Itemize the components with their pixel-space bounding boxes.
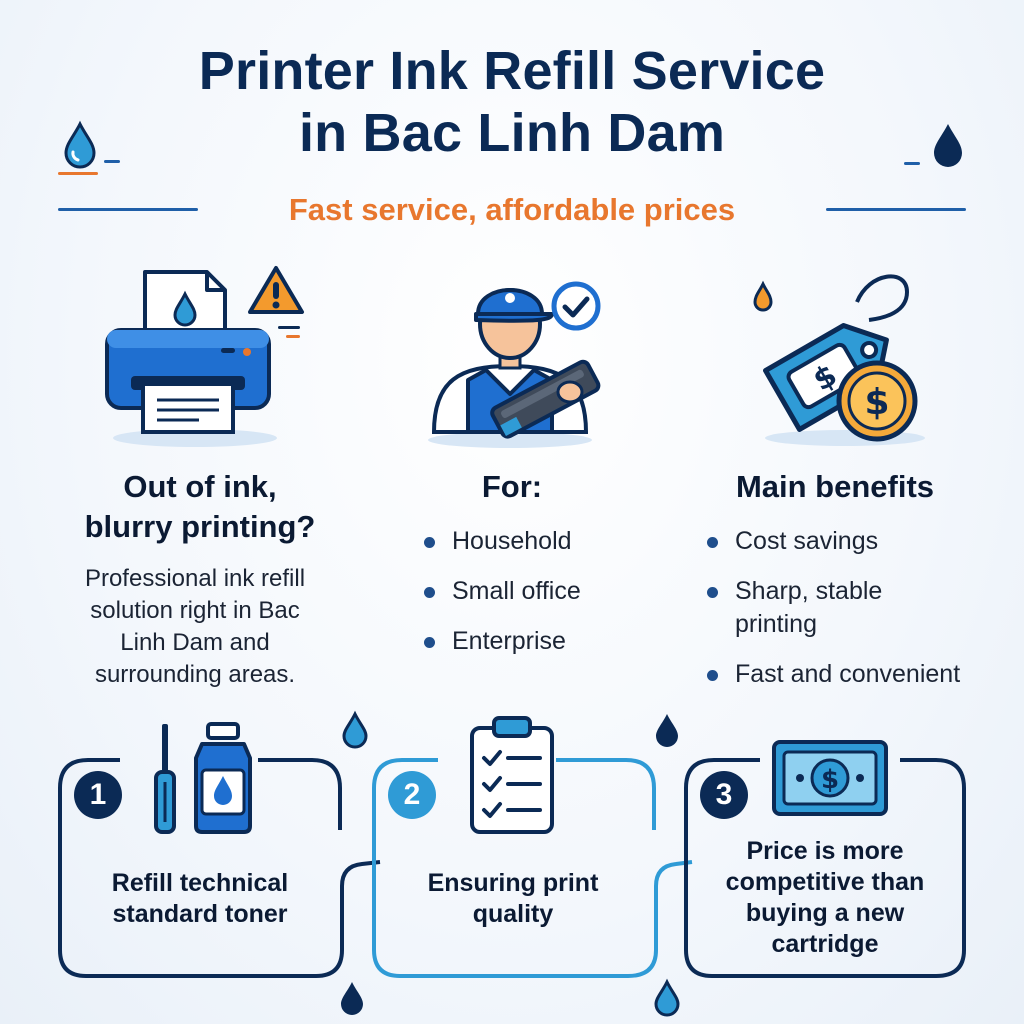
card-2-line: quality bbox=[472, 900, 554, 928]
page-subtitle: Fast service, affordable prices bbox=[288, 192, 736, 227]
banknote-icon: $ bbox=[772, 740, 888, 816]
printer-icon bbox=[105, 270, 277, 447]
ink-drop-icon-right bbox=[904, 124, 962, 167]
problem-heading-line-2: blurry printing? bbox=[84, 509, 316, 544]
title-line-2: in Bac Linh Dam bbox=[298, 103, 726, 163]
list-item: Enterprise bbox=[422, 625, 581, 658]
technician-icon bbox=[428, 288, 601, 448]
list-item: Sharp, stable printing bbox=[705, 575, 905, 641]
svg-text:$: $ bbox=[821, 765, 839, 795]
dollar-coin-icon: $ bbox=[836, 360, 918, 442]
card-3-line: competitive than bbox=[725, 868, 925, 896]
svg-text:$: $ bbox=[864, 382, 889, 423]
card-3-line: cartridge bbox=[771, 930, 879, 958]
card-3-line: Price is more bbox=[746, 837, 904, 865]
problem-text-line: Professional ink refill bbox=[84, 565, 306, 592]
list-item: Cost savings bbox=[705, 525, 1005, 558]
check-icon bbox=[551, 281, 601, 331]
list-item: Household bbox=[422, 525, 581, 558]
card-number-1: 1 bbox=[74, 771, 122, 819]
subtitle-divider-right bbox=[826, 208, 966, 211]
screwdriver-icon bbox=[154, 722, 252, 834]
card-number-2: 2 bbox=[388, 771, 436, 819]
problem-text-line: solution right in Bac bbox=[90, 597, 300, 624]
card-1-line: Refill technical bbox=[111, 869, 289, 897]
for-list: Household Small office Enterprise bbox=[422, 525, 581, 675]
benefits-heading: Main benefits bbox=[735, 469, 935, 504]
card-3-line: buying a new bbox=[745, 899, 905, 927]
page-title: Printer Ink Refill Service in Bac Linh D… bbox=[0, 40, 1024, 164]
checklist-icon bbox=[470, 716, 554, 834]
cards-frame bbox=[58, 710, 966, 1017]
card-number-3: 3 bbox=[700, 771, 748, 819]
title-line-1: Printer Ink Refill Service bbox=[198, 41, 826, 101]
warning-icon bbox=[248, 266, 304, 338]
ink-drop-icon-left bbox=[58, 120, 120, 175]
card-3-text: Price is more competitive than buying a … bbox=[700, 836, 950, 960]
problem-text-line: surrounding areas. bbox=[94, 661, 296, 688]
problem-description: Professional ink refill solution right i… bbox=[40, 563, 350, 691]
list-item: Small office bbox=[422, 575, 581, 608]
card-1-text: Refill technical standard toner bbox=[74, 868, 326, 930]
card-1-line: standard toner bbox=[112, 900, 288, 928]
subtitle-divider-left bbox=[58, 208, 198, 211]
benefits-list: Cost savings Sharp, stable printing Fast… bbox=[705, 525, 1005, 708]
problem-heading: Out of ink, blurry printing? bbox=[40, 467, 360, 547]
problem-heading-line-1: Out of ink, bbox=[123, 469, 277, 504]
problem-text-line: Linh Dam and bbox=[120, 629, 270, 656]
card-2-line: Ensuring print bbox=[427, 869, 599, 897]
for-heading: For: bbox=[481, 469, 543, 504]
card-2-text: Ensuring print quality bbox=[388, 868, 638, 930]
list-item: Fast and convenient bbox=[705, 658, 1005, 691]
